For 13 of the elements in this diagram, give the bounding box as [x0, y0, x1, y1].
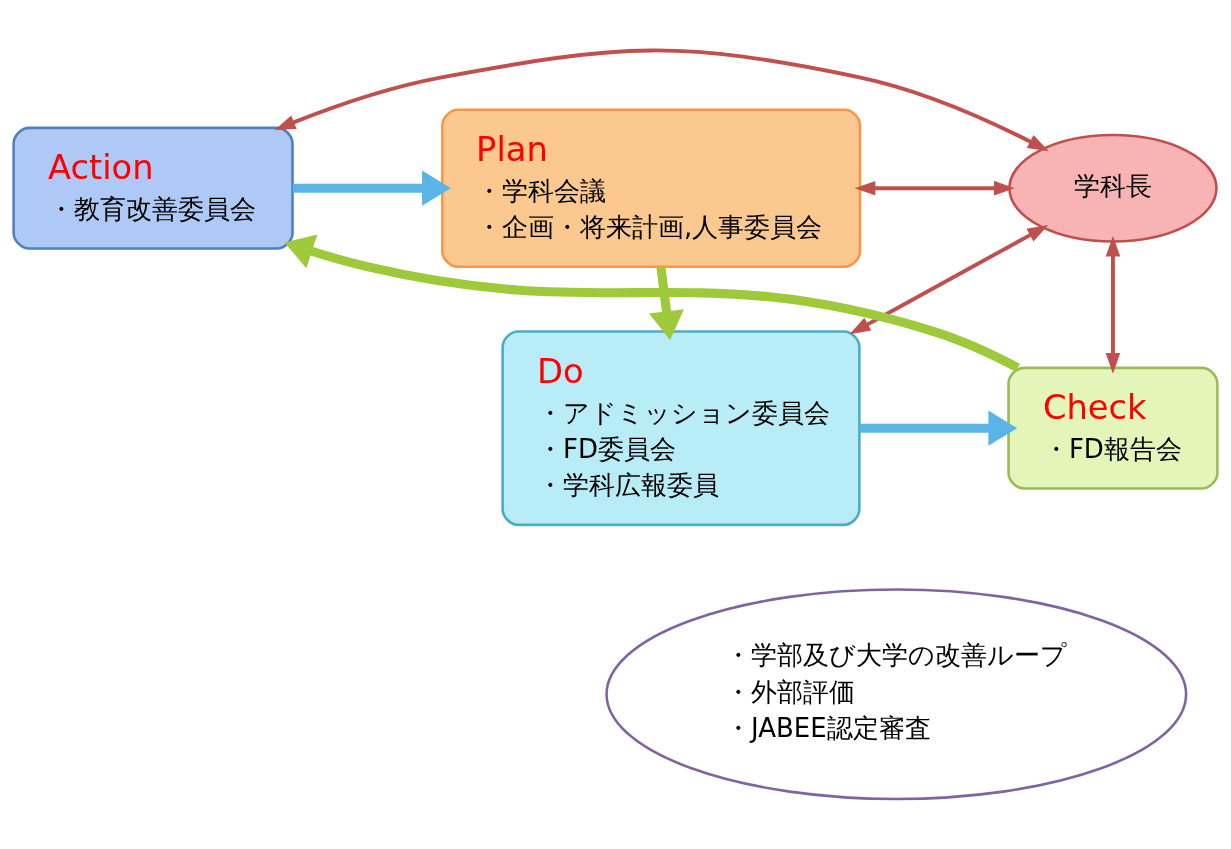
arrow — [859, 410, 1018, 446]
node-box: Check ・FD報告会 — [1007, 366, 1219, 490]
node-box: Action ・教育改善委員会 — [12, 126, 294, 250]
arrow — [284, 234, 1020, 372]
node-box: Do ・アドミッション委員会 ・FD委員会 ・学科広報委員 — [501, 330, 861, 527]
arrow — [292, 170, 451, 206]
node-ellipse: ・学部及び大学の改善ループ ・外部評価 ・JABEE認定審査 — [605, 588, 1188, 801]
arrow — [854, 180, 1015, 196]
arrow — [1105, 235, 1121, 374]
arrow — [274, 48, 1049, 152]
node-box: Plan ・学科会議 ・企画・将来計画,人事委員会 — [441, 108, 862, 268]
arrow — [849, 225, 1049, 335]
arrow — [649, 266, 684, 340]
